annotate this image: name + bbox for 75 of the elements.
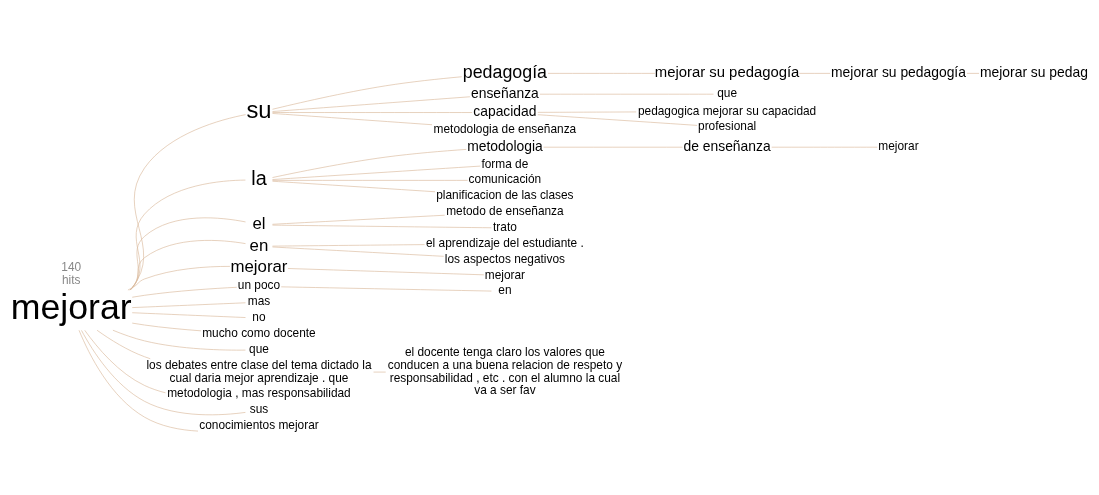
node-text: capacidad [473,102,537,119]
node-text: planificacion de las clases [436,187,574,202]
connector [272,75,463,110]
connector [272,246,445,257]
connector [539,93,714,94]
connector [127,265,231,290]
node-text: metodo de enseñanza [446,203,564,218]
connector [131,322,202,331]
connector [373,371,387,372]
node-text: que [717,85,737,100]
connector [96,329,151,359]
node-text: mas [247,293,271,308]
node-text: el docente tenga claro los valores que conducen a una buena relacion de respeto y responsabilidad , etc . con el alumno la cual va a ser fav [387,344,623,397]
connector [129,217,246,290]
connector [84,329,166,393]
node-text: no [252,309,266,324]
label: 140 hits [61,259,82,287]
connector [81,329,246,415]
node-text: trato [493,219,517,234]
connector [280,286,492,291]
connector [272,243,425,246]
connector [130,113,246,290]
node-text: mucho como docente [202,325,316,340]
node-text: de enseñanza [683,137,771,154]
node-text: pedagogica mejorar su capacidad [637,103,817,118]
connector [130,179,246,290]
connector [771,146,878,147]
node-text: mejorar [878,138,919,153]
node-text: pedagogía [462,61,548,82]
node-text: conocimientos mejorar [199,417,319,432]
connector [272,224,492,228]
node-text: metodologia [467,137,543,154]
connector [78,329,199,431]
node-text: su [246,95,272,123]
connector [272,165,481,180]
node-text: enseñanza [471,84,539,101]
connector [272,214,445,225]
node-text: en [249,235,269,255]
connector [272,179,468,181]
connector [547,72,656,74]
node-text: mejorar [484,267,526,282]
connector [272,112,433,125]
node-text: los aspectos negativos [444,251,565,266]
connector [537,113,698,126]
node-text: mejorar [10,286,132,327]
connector [537,111,637,113]
node-text: el aprendizaje del estudiante . [426,235,584,250]
node-text: la [251,166,267,189]
connector [287,267,485,275]
node-text: mejorar su pedagogía [831,63,966,80]
connector [131,301,246,308]
node-text: mejorar su pedag [980,63,1088,80]
node-text: que [249,341,269,356]
node-text: forma de [481,156,529,171]
connector [272,111,473,113]
node-text: un poco [237,277,281,292]
node-text: comunicación [468,171,542,186]
connector [131,286,238,298]
node-text: profesional [698,118,757,133]
connector [272,148,467,178]
node-text: sus [249,401,269,416]
connector [799,72,831,74]
connector [966,72,980,74]
connector [272,180,436,192]
connector [131,311,246,318]
node-text: metodologia , mas responsabilidad [167,385,351,400]
node-text: el [252,213,266,233]
connector [272,95,471,112]
node-text: mejorar [230,256,288,276]
node-text: en [498,282,512,297]
connector [129,239,246,290]
node-text: metodologia de enseñanza [433,121,577,136]
connector [112,329,246,350]
node-text: mejorar su pedagogía [654,63,800,80]
connector [543,146,683,147]
